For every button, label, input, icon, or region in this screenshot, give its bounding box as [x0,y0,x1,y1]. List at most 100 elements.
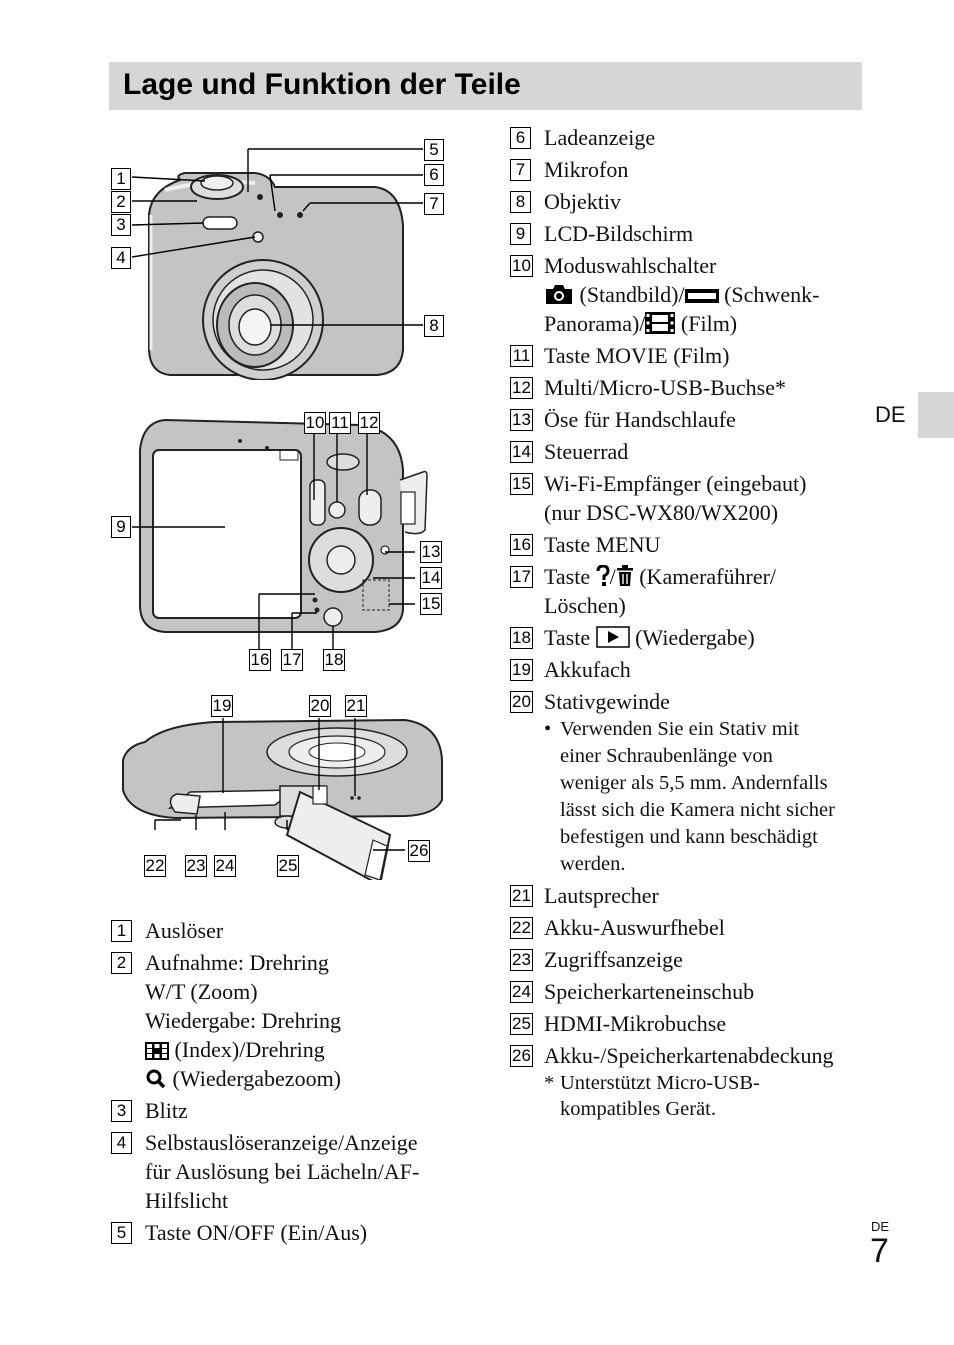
page-footer-language: DE [871,1219,890,1234]
callout-19: 19 [211,695,233,717]
item-label: Ladeanzeige [544,125,656,150]
list-item: 4 Selbstauslöseranzeige/Anzeige für Ausl… [111,1128,456,1215]
list-item: 26 Akku-/Speicherkartenabdeckung Unterst… [510,1041,870,1122]
list-item: 14 Steuerrad [510,437,870,466]
callout-1: 1 [111,168,131,190]
list-item: 1 Auslöser [111,916,456,945]
list-item: 5 Taste ON/OFF (Ein/Aus) [111,1218,456,1247]
index-grid-icon [145,1042,169,1060]
list-item: 17 Taste / (Kameraführer/ Löschen) [510,562,870,620]
callout-14: 14 [420,567,442,589]
callout-6: 6 [424,164,444,186]
item-label: Mikrofon [544,157,629,182]
item-label: Akku-Auswurfhebel [544,915,725,940]
item-label: Wi-Fi-Empfänger (eingebaut) [544,471,807,496]
list-item: 10 Moduswahlschalter (Standbild)/ (Schwe… [510,251,870,338]
item-label: (Film) [680,311,738,336]
item-label: Taste ON/OFF (Ein/Aus) [145,1220,368,1245]
footnote: Unterstützt Micro-USB-kompatibles Gerät. [544,1070,870,1122]
bullet-text: lässt sich die Kamera nicht sicher [560,799,835,821]
item-number: 2 [111,952,132,974]
callout-21: 21 [345,695,367,717]
item-number: 3 [111,1100,132,1122]
item-label: (Wiedergabezoom) [172,1066,342,1091]
language-tab-label: DE [875,402,906,427]
bullet-text: einer Schraubenlänge von [560,745,773,767]
callout-26: 26 [408,840,430,862]
item-label: (Kameraführer/ [639,564,777,589]
item-label: Moduswahlschalter [544,253,717,278]
item-number: 14 [510,441,533,463]
item-label: (Schwenk- [724,282,820,307]
item-number: 24 [510,981,533,1003]
play-icon [595,626,630,648]
trash-icon [616,565,633,586]
callout-3: 3 [111,214,131,236]
item-label: W/T (Zoom) [145,979,258,1004]
item-label: Akku-/Speicherkartenabdeckung [544,1043,834,1068]
item-number: 25 [510,1013,533,1035]
page-number: 7 [870,1232,889,1270]
callout-17: 17 [281,649,303,671]
item-label: Akkufach [544,657,631,682]
item-label: Multi/Micro-USB-Buchse* [544,375,786,400]
item-number: 17 [510,566,533,588]
callout-5: 5 [424,139,444,161]
list-item: 11 Taste MOVIE (Film) [510,341,870,370]
callout-24: 24 [214,855,236,877]
parts-list-left: 1 Auslöser 2 Aufnahme: Drehring W/T (Zoo… [111,916,456,1250]
item-label: (Standbild)/ [579,282,685,307]
item-number: 18 [510,627,533,649]
page-title: Lage und Funktion der Teile [123,68,521,101]
callout-25: 25 [277,855,299,877]
item-label: Steuerrad [544,439,629,464]
question-icon [596,565,610,586]
item-number: 7 [510,159,531,181]
item-number: 6 [510,127,531,149]
panorama-icon [684,289,719,303]
title-bar: Lage und Funktion der Teile [109,62,862,110]
magnifier-icon [146,1069,166,1089]
item-label: HDMI-Mikrobuchse [544,1011,727,1036]
callout-23: 23 [185,855,207,877]
item-number: 8 [510,191,531,213]
callout-20: 20 [309,695,331,717]
item-label: Aufnahme: Drehring [145,950,329,975]
item-number: 11 [510,345,533,367]
item-label: Hilfslicht [145,1188,229,1213]
item-label: Löschen) [544,593,626,618]
item-label: LCD-Bildschirm [544,221,694,246]
item-number: 20 [510,691,533,713]
callout-2: 2 [111,191,131,213]
footnote-text: Unterstützt Micro-USB- [560,1072,760,1094]
item-label: Wiedergabe: Drehring [145,1008,342,1033]
footnote-text: kompatibles Gerät. [560,1098,716,1120]
item-label: Auslöser [145,918,224,943]
callout-13: 13 [420,541,442,563]
list-item: 7 Mikrofon [510,155,870,184]
callout-7: 7 [424,193,444,215]
callout-22: 22 [144,855,166,877]
item-label: Taste [544,625,591,650]
still-camera-icon [546,285,572,304]
item-label: Taste MOVIE (Film) [544,343,730,368]
list-item: 24 Speicherkarteneinschub [510,977,870,1006]
callout-12: 12 [358,412,380,434]
item-label: Taste [544,564,591,589]
camera-back-illustration [132,418,428,650]
item-label: Zugriffsanzeige [544,947,683,972]
item-label: (Index)/Drehring [174,1037,325,1062]
callout-10: 10 [304,412,326,434]
callout-15: 15 [420,593,442,615]
list-item: 20 Stativgewinde Verwenden Sie ein Stati… [510,687,870,878]
item-label: Speicherkarteneinschub [544,979,755,1004]
camera-front-illustration [131,148,423,380]
